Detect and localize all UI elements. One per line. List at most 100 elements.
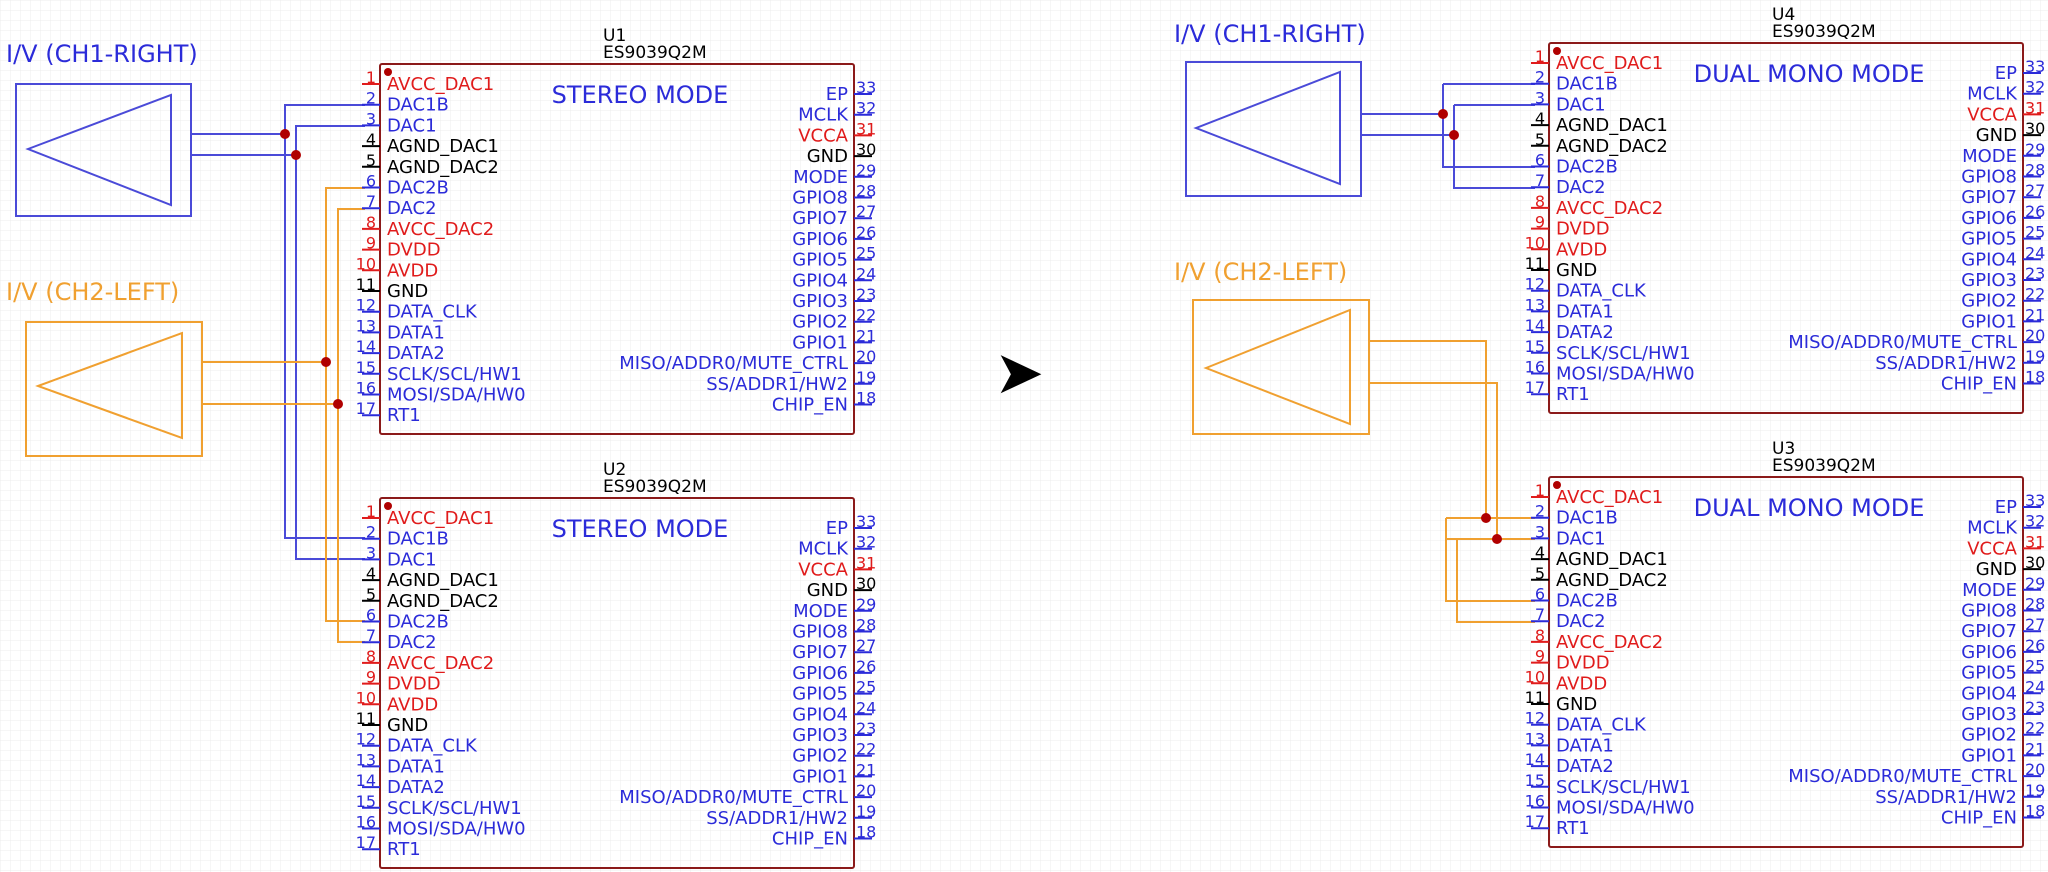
pin-number: 24 (856, 264, 876, 283)
pin-name: MCLK (1967, 518, 2018, 539)
pin-number: 10 (1525, 667, 1545, 686)
pin-name: SCLK/SCL/HW1 (1556, 343, 1691, 364)
pin-name: DAC2B (387, 178, 449, 199)
pin-number: 18 (2025, 368, 2045, 387)
pin-number: 18 (2025, 802, 2045, 821)
pin-number: 13 (1525, 295, 1545, 314)
pin-name: AVCC_DAC1 (1556, 487, 1663, 508)
pin-number: 32 (856, 99, 876, 118)
pin-number: 10 (356, 254, 376, 273)
pin-name: GPIO1 (792, 332, 848, 353)
pin-number: 28 (2025, 161, 2045, 180)
pin-name: DVDD (387, 674, 441, 695)
amp-ch2-label: I/V (CH2-LEFT) (6, 278, 179, 306)
pin-name: DATA2 (387, 777, 445, 798)
pin-name: AGND_DAC1 (387, 570, 499, 591)
pin-number: 28 (856, 616, 876, 635)
pin-number: 21 (856, 760, 876, 779)
pin-name: DATA1 (387, 322, 445, 343)
pin-name: GPIO7 (1961, 187, 2017, 208)
pin-number: 4 (366, 130, 376, 149)
pin-name: GPIO2 (792, 746, 848, 767)
pin-number: 17 (356, 833, 376, 852)
pin-number: 5 (366, 151, 376, 170)
pin-name: GND (1556, 260, 1597, 281)
pin-name: DATA1 (1556, 301, 1614, 322)
pin-name: GND (1976, 125, 2017, 146)
pin-number: 9 (366, 234, 376, 253)
pin-name: SS/ADDR1/HW2 (706, 808, 848, 829)
pin-number: 31 (856, 553, 876, 572)
pin-number: 26 (2025, 636, 2045, 655)
pin-number: 29 (856, 161, 876, 180)
pin-number: 19 (856, 802, 876, 821)
pin-number: 31 (856, 119, 876, 138)
pin-number: 27 (856, 202, 876, 221)
pin-number: 10 (356, 688, 376, 707)
pin-number: 14 (1525, 750, 1545, 769)
pin-name: DAC2 (387, 632, 437, 653)
pin-number: 4 (1535, 543, 1545, 562)
pin-name: MISO/ADDR0/MUTE_CTRL (1788, 332, 2017, 353)
pin-number: 28 (856, 182, 876, 201)
pin-name: DAC1B (387, 529, 449, 550)
pin-number: 18 (856, 389, 876, 408)
pin-name: DATA2 (387, 343, 445, 364)
pin-name: DAC1 (1556, 528, 1606, 549)
chip-mode-label: DUAL MONO MODE (1694, 494, 1925, 522)
pin-number: 33 (2025, 57, 2045, 76)
pin-number: 5 (1535, 564, 1545, 583)
pin-name: DAC1B (387, 95, 449, 116)
pin-name: GPIO1 (1961, 311, 2017, 332)
pin-number: 9 (1535, 213, 1545, 232)
pin-name: AVCC_DAC1 (387, 74, 494, 95)
pin-name: DAC2 (1556, 177, 1606, 198)
pin-number: 23 (2025, 264, 2045, 283)
pin-name: AGND_DAC2 (1556, 570, 1668, 591)
pin-number: 5 (1535, 130, 1545, 149)
pin-name: EP (1995, 497, 2017, 518)
pin-name: MODE (793, 167, 848, 188)
pin-number: 11 (356, 275, 376, 294)
pin-number: 8 (366, 647, 376, 666)
pin-number: 9 (366, 668, 376, 687)
pin-number: 8 (1535, 192, 1545, 211)
pin-number: 20 (2025, 326, 2045, 345)
pin-name: MISO/ADDR0/MUTE_CTRL (619, 787, 848, 808)
pin-number: 3 (366, 109, 376, 128)
pin-number: 25 (856, 678, 876, 697)
pin-name: AGND_DAC1 (1556, 115, 1668, 136)
pin-number: 15 (356, 792, 376, 811)
pin-name: GPIO4 (792, 270, 848, 291)
pin-name: AVDD (387, 260, 438, 281)
pin-name: VCCA (1967, 538, 2017, 559)
pin-name: DAC2B (387, 612, 449, 633)
pin-number: 7 (1535, 605, 1545, 624)
pin-number: 31 (2025, 98, 2045, 117)
pin-number: 29 (856, 595, 876, 614)
pin-number: 6 (1535, 151, 1545, 170)
pin-name: MOSI/SDA/HW0 (1556, 798, 1695, 819)
pin-number: 8 (1535, 626, 1545, 645)
arrow-icon: ➤ (994, 338, 1044, 408)
pin-name: GPIO2 (792, 312, 848, 333)
pin-number: 2 (366, 523, 376, 542)
pin-number: 1 (1535, 47, 1545, 66)
pin-name: DAC1 (387, 115, 437, 136)
pin-name: SCLK/SCL/HW1 (1556, 777, 1691, 798)
pin-number: 4 (1535, 109, 1545, 128)
pin-name: GPIO4 (792, 704, 848, 725)
pin-name: GPIO1 (1961, 745, 2017, 766)
pin-name: DAC1B (1556, 74, 1618, 95)
pin-number: 12 (1525, 709, 1545, 728)
pin-name: VCCA (798, 559, 848, 580)
amp-ch2-label-right: I/V (CH2-LEFT) (1174, 258, 1347, 286)
chip-ref: U4 (1772, 5, 1795, 25)
pin-name: MOSI/SDA/HW0 (387, 385, 526, 406)
pin-name: DAC1B (1556, 508, 1618, 529)
pin-number: 10 (1525, 233, 1545, 252)
pin-name: MCLK (798, 539, 849, 560)
